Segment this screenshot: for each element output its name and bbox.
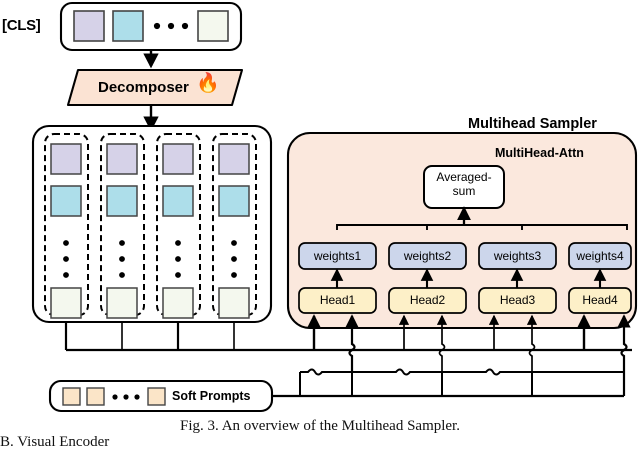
weights-to-sum-bus (336, 206, 628, 230)
cut-off-section-heading: B. Visual Encoder (0, 434, 110, 449)
soft-prompt-routing-bus (272, 314, 631, 398)
group-column-1 (44, 133, 89, 319)
input-token-cyan (112, 10, 144, 42)
flame-icon: 🔥 (196, 73, 220, 94)
decomposer-label: Decomposer (98, 79, 189, 96)
weights-row (298, 242, 632, 270)
soft-prompt-chip-1 (62, 387, 81, 406)
averaged-sum-box (423, 165, 505, 209)
group-column-3 (156, 133, 201, 319)
soft-prompt-chip-3 (147, 387, 166, 406)
heads-row (298, 287, 632, 314)
groups-routing-bus (64, 314, 632, 352)
soft-prompts-box (48, 379, 274, 413)
multihead-sampler-panel (286, 131, 638, 330)
group-column-4 (212, 133, 257, 319)
multihead-sampler-title: Multihead Sampler (468, 116, 597, 132)
input-token-bar (59, 1, 243, 52)
figure-caption: Fig. 3. An overview of the Multihead Sam… (180, 418, 460, 434)
input-token-cream (197, 10, 229, 42)
head-to-weights-arrows (330, 268, 607, 288)
groups-panel (31, 124, 273, 324)
group-column-2 (100, 133, 145, 319)
soft-prompts-label: Soft Prompts (172, 389, 251, 403)
soft-prompt-chip-2 (86, 387, 105, 406)
cls-label: [CLS] (2, 17, 41, 34)
multihead-attn-title: MultiHead-Attn (495, 146, 584, 160)
input-token-purple (73, 10, 105, 42)
decomposer-shape (66, 68, 244, 107)
